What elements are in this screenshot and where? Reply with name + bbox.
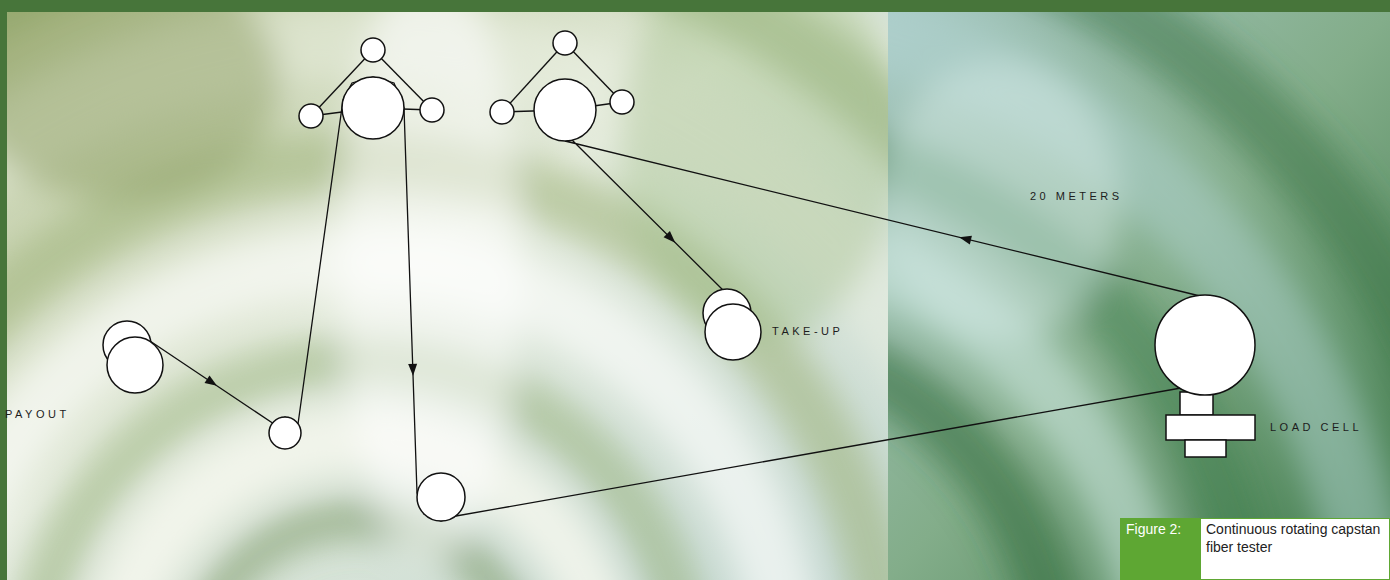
reel-outline [104,318,164,394]
reel-circle [705,304,761,360]
reel-circle [107,337,163,393]
fiber-line [150,77,1181,521]
capstan-wheel [534,79,596,141]
fiber-path [150,77,1181,521]
arrowhead [205,375,217,385]
caption-tab: Figure 2: [1120,518,1200,580]
part-label: TAKE-UP [772,325,843,338]
idler-pulley [610,90,634,114]
idler-pulley [553,31,577,55]
part-label: LOAD CELL [1270,421,1362,434]
reel-circle [1155,295,1255,395]
load-cell-block [1185,440,1226,457]
fiber-path [565,140,1200,304]
take-up-reel: TAKE-UP [702,288,762,361]
part-label: PAYOUT [5,408,70,421]
guide-pulley [269,417,301,449]
caption-panel: Continuous rotating capstan fiber tester [1200,518,1390,580]
reel-outline [1154,294,1258,459]
arrowhead [664,231,676,243]
figure-number: Figure 2: [1126,521,1194,538]
figure-caption-box: Figure 2: Continuous rotating capstan fi… [1120,518,1390,580]
payout-reel: PAYOUT [104,318,164,394]
arrowhead [408,364,417,376]
caption-text: Continuous rotating capstan fiber tester [1206,521,1384,556]
arrowhead [959,236,972,245]
guide-pulley [417,473,465,521]
length-dimension: 20 METERS [1030,190,1123,203]
idler-pulley [299,104,323,128]
fiber-line [565,140,1200,304]
idler-pulley [420,98,444,122]
reel-outline [702,288,762,361]
idler-pulley [490,100,514,124]
load-cell-pulley: LOAD CELL [1154,294,1258,459]
idler-pulley [361,38,385,62]
load-cell-block [1166,415,1255,440]
capstan-wheel [342,77,404,139]
